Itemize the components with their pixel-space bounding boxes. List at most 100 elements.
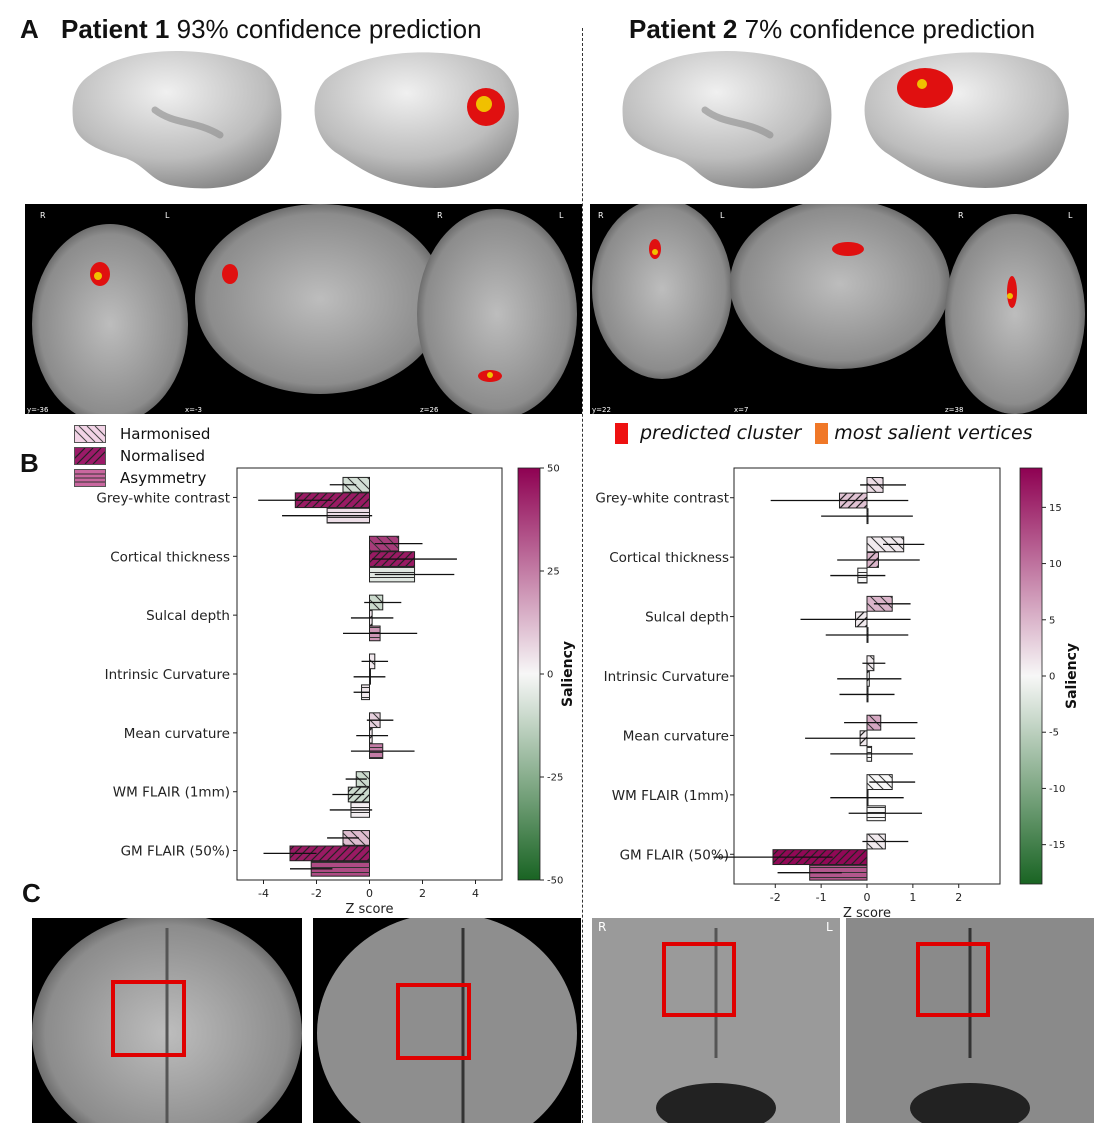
- colorbar-tick-label: 0: [547, 670, 553, 681]
- x-tick-label: 4: [472, 887, 479, 900]
- predicted-cluster-swatch: [615, 422, 628, 444]
- panel-a-letter: A: [20, 14, 39, 44]
- category-label: Intrinsic Curvature: [604, 669, 729, 685]
- patient1-mri-slices: R L R L y=-36 x=-3 z=26: [25, 204, 582, 414]
- x-tick-label: -2: [770, 891, 781, 904]
- category-label: Cortical thickness: [609, 550, 729, 566]
- panel-c-letter: C: [22, 878, 41, 908]
- colorbar-tick-label: 5: [1049, 615, 1055, 626]
- patient1-flair-lesion-box: [396, 983, 471, 1060]
- colorbar-tick-label: 25: [547, 567, 560, 578]
- cluster-legend: predicted cluster most salient vertices: [615, 422, 1033, 444]
- legend-harmonised-label: Harmonised: [120, 425, 211, 443]
- colorbar-tick-label: -50: [547, 876, 563, 887]
- legend-normalised: Normalised: [74, 445, 224, 467]
- predicted-cluster-label: predicted cluster: [640, 422, 802, 444]
- p1-orient-r: R: [40, 211, 46, 220]
- patient2-name: Patient 2: [629, 14, 738, 44]
- colorbar-tick-label: -5: [1049, 728, 1059, 739]
- patient2-medial-surface: [622, 51, 832, 189]
- patient1-t1-zoom: [32, 918, 302, 1123]
- x-tick-label: 1: [909, 891, 916, 904]
- p1-slice-label-sagittal: x=-3: [185, 406, 202, 414]
- patient2-t1-zoom: R L: [592, 918, 840, 1123]
- patient2-t1-lesion-box: [662, 942, 736, 1017]
- category-label: GM FLAIR (50%): [121, 844, 230, 860]
- p2-axial-orient-r: R: [958, 211, 964, 220]
- patient1-flair-zoom: [313, 918, 581, 1123]
- saliency-colorbar: [517, 467, 541, 881]
- p2-slice-label-coronal: y=22: [592, 406, 611, 414]
- colorbar-tick-label: -10: [1049, 784, 1065, 795]
- p1-axial-orient-l: L: [559, 211, 564, 220]
- c-orient-r: R: [598, 920, 606, 934]
- category-label: Intrinsic Curvature: [105, 667, 230, 683]
- p1-slice-label-axial: z=26: [420, 406, 439, 414]
- colorbar-tick-label: 0: [1049, 672, 1055, 683]
- patient2-flair-lesion-box: [916, 942, 990, 1017]
- category-label: WM FLAIR (1mm): [113, 785, 230, 801]
- p2-slice-label-axial: z=38: [945, 406, 963, 414]
- x-tick-label: 0: [366, 887, 373, 900]
- category-label: Cortical thickness: [110, 549, 230, 565]
- p2-orient-l: L: [720, 211, 725, 220]
- p1-slice-label-coronal: y=-36: [27, 406, 49, 414]
- bar-hatch-normalised: [290, 846, 370, 861]
- patient1-title: Patient 1 93% confidence prediction: [61, 14, 482, 45]
- x-tick-label: 2: [419, 887, 426, 900]
- saliency-colorbar: [1019, 467, 1043, 885]
- c-orient-l: L: [826, 920, 833, 934]
- p1-orient-l: L: [165, 211, 170, 220]
- colorbar-tick-label: -25: [547, 773, 563, 784]
- legend-asymmetry: Asymmetry: [74, 467, 224, 489]
- legend-normalised-label: Normalised: [120, 447, 206, 465]
- p2-axial-orient-l: L: [1068, 211, 1073, 220]
- patient1-t1-lesion-box: [111, 980, 186, 1057]
- colorbar-label: Saliency: [560, 641, 576, 707]
- category-label: WM FLAIR (1mm): [612, 788, 729, 804]
- category-label: GM FLAIR (50%): [620, 847, 729, 863]
- colorbar-tick-label: 15: [1049, 503, 1062, 514]
- x-tick-label: -2: [311, 887, 322, 900]
- colorbar-tick-label: 10: [1049, 559, 1062, 570]
- patient2-title: Patient 2 7% confidence prediction: [629, 14, 1035, 45]
- salient-vertices-swatch: [815, 422, 829, 444]
- p1-axial-orient-r: R: [437, 211, 443, 220]
- patient1-medial-surface: [72, 51, 282, 189]
- p2-slice-label-sagittal: x=7: [734, 406, 748, 414]
- colorbar-tick-label: 50: [547, 464, 560, 475]
- category-label: Grey-white contrast: [96, 490, 230, 506]
- patient2-salient-vertices: [917, 79, 927, 89]
- x-tick-label: 2: [955, 891, 962, 904]
- bar-hatch-asymmetry: [311, 861, 370, 877]
- category-label: Grey-white contrast: [595, 491, 729, 507]
- patient2-lateral-surface: [864, 52, 1069, 189]
- category-label: Sulcal depth: [146, 608, 230, 624]
- p2-orient-r: R: [598, 211, 604, 220]
- x-tick-label: -1: [816, 891, 827, 904]
- x-axis-label: Z score: [843, 906, 891, 918]
- legend-asymmetry-label: Asymmetry: [120, 469, 207, 487]
- patient1-lateral-surface: [314, 52, 519, 189]
- colorbar-tick-label: -15: [1049, 840, 1065, 851]
- patient2-mri-slices: R L R L y=22 x=7 z=38: [590, 204, 1087, 414]
- panel-b-letter: B: [20, 448, 39, 478]
- patient1-name: Patient 1: [61, 14, 170, 44]
- category-label: Mean curvature: [124, 726, 230, 742]
- patient1-salient-vertices: [476, 96, 492, 112]
- salient-vertices-label: most salient vertices: [834, 422, 1033, 444]
- patient2-flair-zoom: [846, 918, 1094, 1123]
- colorbar-label: Saliency: [1064, 643, 1080, 709]
- patient-divider: [582, 28, 583, 1123]
- category-label: Mean curvature: [623, 728, 729, 744]
- patient2-confidence: 7% confidence prediction: [744, 14, 1036, 44]
- legend-harmonised: Harmonised: [74, 423, 224, 445]
- x-axis-label: Z score: [346, 902, 394, 915]
- x-tick-label: -4: [258, 887, 269, 900]
- x-tick-label: 0: [864, 891, 871, 904]
- patient1-confidence: 93% confidence prediction: [176, 14, 482, 44]
- saliency-series-legend: Harmonised Normalised Asymmetry: [74, 423, 224, 489]
- category-label: Sulcal depth: [645, 610, 729, 626]
